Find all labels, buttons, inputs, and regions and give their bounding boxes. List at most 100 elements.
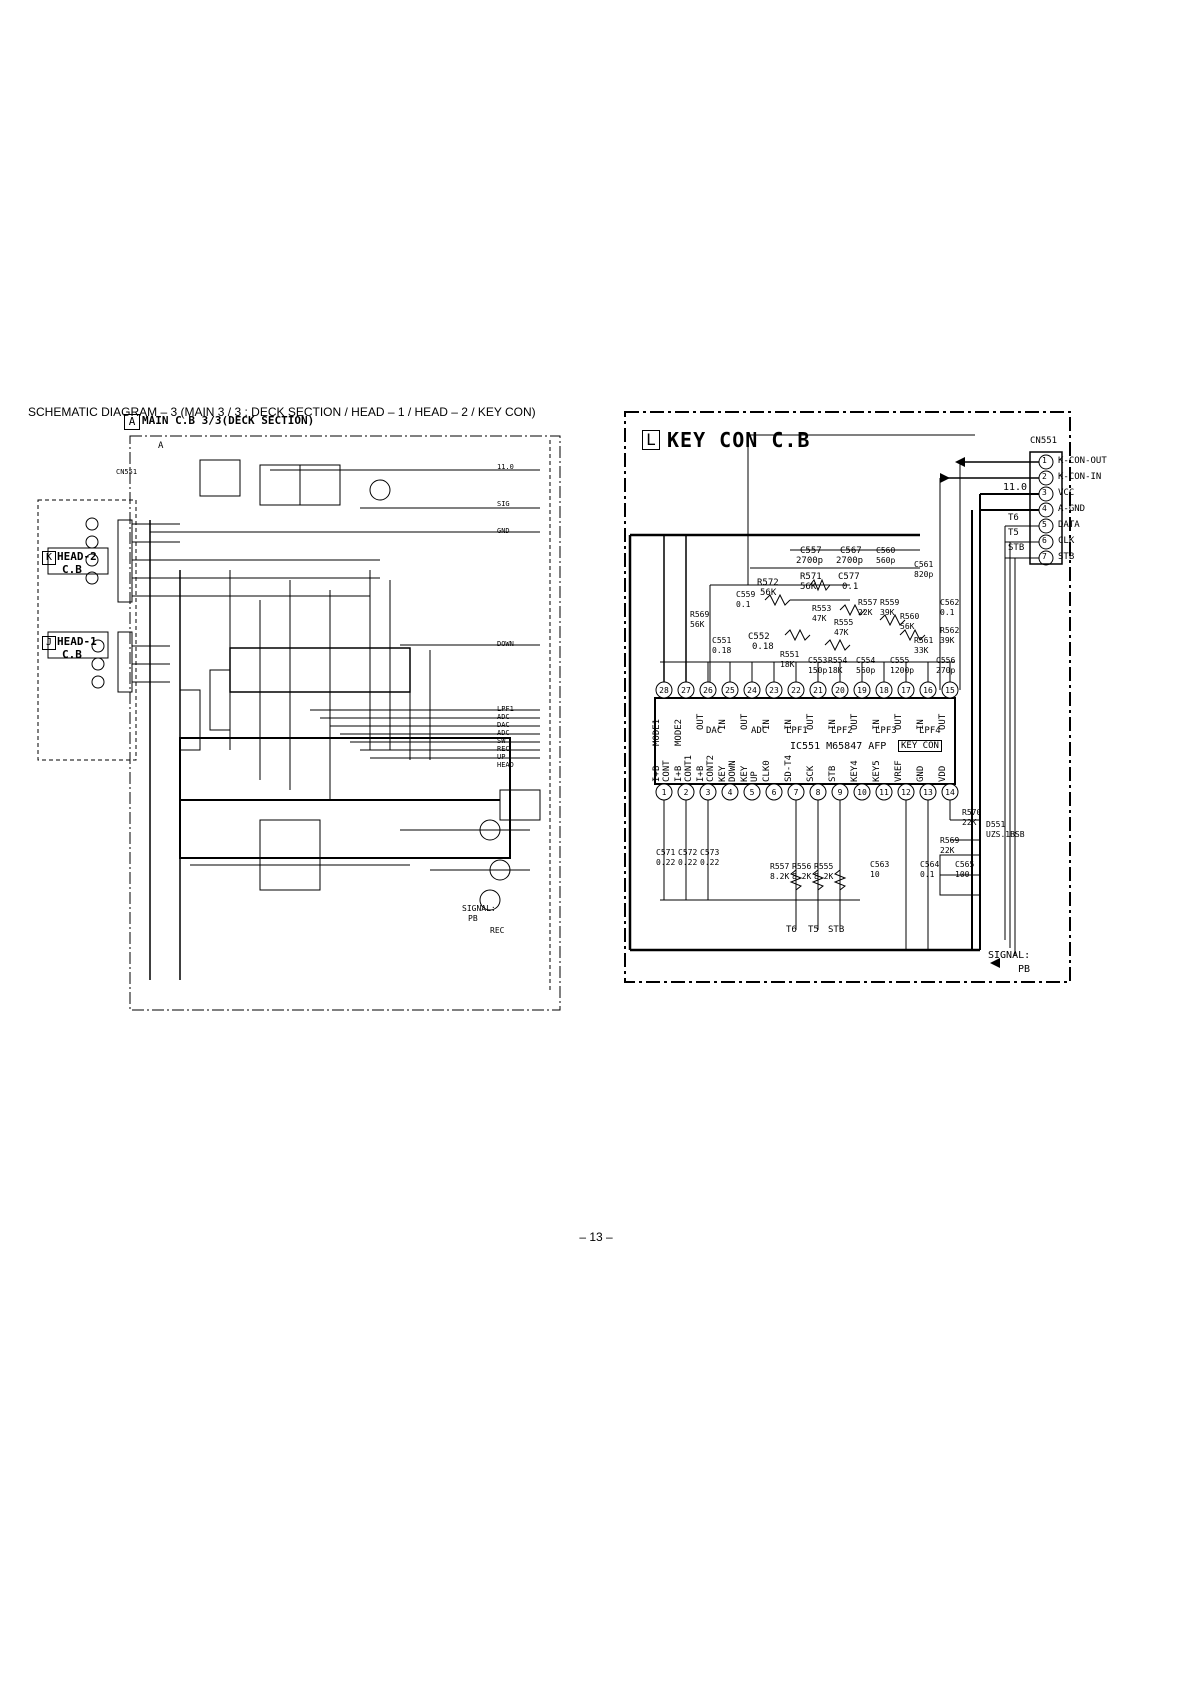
component-value: 0.22 (678, 858, 698, 867)
head2-letter: K (42, 551, 56, 565)
ic-pin-label: KEY4 (850, 760, 860, 782)
component-value: 56K (900, 622, 915, 631)
component-ref: R551 (780, 650, 800, 659)
ic-pin-num: 8 (815, 788, 821, 797)
component-value: 39K (880, 608, 895, 617)
component-value: 0.18 (752, 642, 774, 652)
ic-pin-num: 15 (945, 686, 955, 695)
cn-pin-label: CLK (1058, 536, 1075, 546)
ic-pin-num: 24 (747, 686, 757, 695)
key-signal-label: SIGNAL: (988, 950, 1031, 961)
component-value: 22K (940, 846, 955, 855)
ic-pin-num: 12 (901, 788, 911, 797)
head1-letter: J (42, 636, 56, 650)
main-label: GND (497, 527, 510, 535)
main-label: 11.0 (497, 463, 514, 471)
component-ref: C551 (712, 636, 732, 645)
ic-pin-num: 27 (681, 686, 691, 695)
component-value: 2700p (836, 556, 864, 566)
component-value: 150p (808, 666, 828, 675)
ic-pin-num: 1 (661, 788, 667, 797)
net-label: T6 (786, 925, 797, 935)
component-value: UZS.1BSB (986, 830, 1025, 839)
component-ref: R562 (940, 626, 960, 635)
component-ref: D551 (986, 820, 1006, 829)
cn-pin-label: STB (1058, 552, 1075, 562)
ic-pin-num: 25 (725, 686, 735, 695)
supply-label: 11.0 (1003, 482, 1028, 493)
block-label: LPF1 (786, 726, 808, 736)
component-value: 0.22 (656, 858, 676, 867)
ic-pin-num: 22 (791, 686, 801, 695)
component-value: 22K (962, 818, 977, 827)
component-ref: C577 (838, 572, 860, 582)
main-label: DAC (497, 721, 510, 729)
component-ref: R554 (828, 656, 848, 665)
ic-pin-num: 14 (945, 788, 955, 797)
cn-pin-num: 1 (1042, 456, 1047, 465)
component-ref: C555 (890, 656, 910, 665)
block-label: DAC (706, 726, 723, 736)
line-label: T6 (1008, 513, 1019, 523)
main-label: LPF1 (497, 705, 514, 713)
main-label: HEAD (497, 761, 514, 769)
main-board-box-letter: A (158, 441, 164, 451)
component-ref: R569 (690, 610, 710, 619)
component-ref: C573 (700, 848, 720, 857)
component-value: 0.22 (700, 858, 720, 867)
component-value: 2700p (796, 556, 824, 566)
component-value: 820p (914, 570, 934, 579)
key-con-title: KEY CON C.B (667, 428, 811, 452)
ic-pin-num: 19 (857, 686, 867, 695)
cn-pin-num: 3 (1042, 488, 1047, 497)
ic-pin-num: 3 (705, 788, 711, 797)
cn-pin-num: 4 (1042, 504, 1047, 513)
component-ref: R560 (900, 612, 920, 621)
component-ref: C571 (656, 848, 676, 857)
line-label: STB (1008, 543, 1025, 553)
component-ref: R561 (914, 636, 934, 645)
component-value: 0.1 (842, 582, 859, 592)
ic-pin-label: MODE2 (674, 718, 684, 746)
component-value: 8.2K (814, 872, 834, 881)
ic-pin-num: 6 (771, 788, 777, 797)
component-ref: C557 (800, 546, 822, 556)
ic-pin-label: OUT (696, 713, 706, 730)
component-ref: R557 (858, 598, 878, 607)
ic-pin-label: KEY5 (872, 760, 882, 782)
block-label: ADC (751, 726, 768, 736)
component-value: 0.18 (712, 646, 732, 655)
line-label: T5 (1008, 528, 1019, 538)
component-value: 39K (940, 636, 955, 645)
component-ref: C561 (914, 560, 934, 569)
ic-pin-label: CLK0 (762, 760, 772, 782)
ic-pin-num: 26 (703, 686, 713, 695)
cn-pin-label: K-CON-IN (1058, 472, 1102, 482)
page-number: – 13 – (579, 1230, 613, 1244)
component-value: 47K (812, 614, 827, 623)
component-ref: C554 (856, 656, 876, 665)
component-ref: C559 (736, 590, 756, 599)
ic-pin-label: VDD (938, 765, 948, 782)
ic-pin-num: 13 (923, 788, 933, 797)
head2-title: HEAD-2 (57, 550, 97, 563)
cn-pin-label: A-GND (1058, 504, 1086, 514)
ic-pin-label: VREF (894, 760, 904, 782)
component-ref: C560 (876, 546, 896, 555)
ic-pin-label: I+B CONT (652, 760, 672, 782)
component-value: 100 (955, 870, 970, 879)
component-ref: C565 (955, 860, 975, 869)
component-ref: R555 (814, 862, 834, 871)
ic-pin-label: I+B CONT2 (696, 754, 716, 782)
ic-pin-num: 10 (857, 788, 867, 797)
ic-tag: KEY CON (898, 740, 942, 752)
component-ref: C562 (940, 598, 960, 607)
ic-label: IC551 M65847 AFP (790, 741, 887, 752)
component-value: 0.1 (920, 870, 935, 879)
cn-pin-label: DATA (1058, 520, 1080, 530)
component-ref: C564 (920, 860, 940, 869)
main-label: SIG (497, 500, 510, 508)
key-con-connector: CN551 (1030, 436, 1058, 446)
ic-pin-num: 28 (659, 686, 669, 695)
block-label: LPF3 (875, 726, 897, 736)
